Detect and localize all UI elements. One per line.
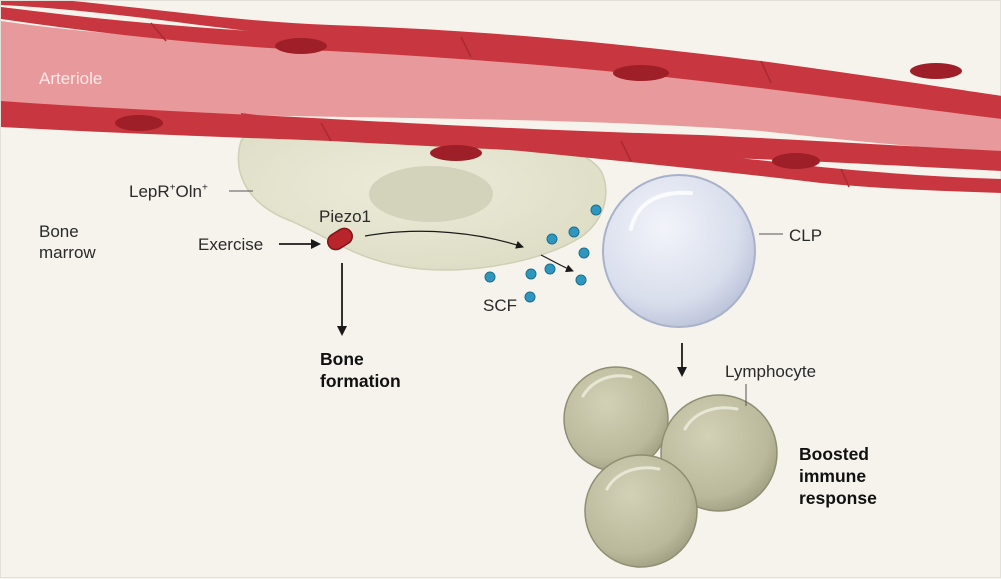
scf-dot (524, 291, 536, 303)
scf-dot (546, 233, 558, 245)
arteriole-label: Arteriole (39, 69, 103, 88)
lymphocyte-cluster (563, 366, 778, 568)
piezo-to-scf-arrow (364, 230, 524, 249)
stromal-nucleus (369, 166, 493, 222)
scf-dot (590, 204, 602, 216)
scf-label: SCF (483, 296, 517, 315)
arteriole-vessel (1, 1, 1001, 193)
boosted-line1: Boosted (799, 444, 869, 464)
vessel-nucleus (613, 65, 669, 81)
boosted-immune-response-label: Boosted immune response (799, 444, 877, 510)
stromal-cell (237, 128, 607, 271)
lepr-sup: + (169, 182, 176, 194)
vessel-nucleus (115, 115, 163, 131)
lymphocyte-cell (584, 454, 698, 568)
piezo1-label: Piezo1 (319, 207, 371, 226)
bone-marrow-line2: marrow (39, 243, 96, 263)
scf-to-clp-arrow (540, 254, 574, 273)
bone-formation-line1: Bone (320, 349, 364, 369)
vessel-nucleus (910, 63, 962, 79)
clp-label: CLP (789, 226, 823, 245)
vessel-nucleus (275, 38, 327, 54)
vessel-nucleus (772, 153, 820, 169)
scf-dot (568, 226, 580, 238)
scf-dot (544, 263, 556, 275)
bone-formation-label: Bone formation (320, 349, 401, 393)
scf-molecules (484, 204, 602, 303)
piezo1-channel (327, 227, 353, 251)
boosted-line3: response (799, 487, 877, 508)
vessel-nucleus (430, 145, 482, 161)
scf-dot (578, 247, 590, 259)
scf-dot (484, 271, 496, 283)
scf-dot (575, 274, 587, 286)
oln-sup: + (201, 182, 208, 194)
lymphocyte-cell (563, 366, 669, 472)
bone-marrow-label: Bone marrow (39, 221, 96, 264)
exercise-label: Exercise (198, 235, 264, 254)
clp-cell (602, 174, 756, 328)
lepr-text: LepR (129, 182, 170, 201)
boosted-line2: immune (799, 465, 867, 486)
bone-formation-line2: formation (320, 370, 401, 391)
oln-text: Oln (175, 182, 202, 201)
lymphocyte-label: Lymphocyte (725, 362, 817, 381)
lepr-oln-label: LepR+Oln+ (129, 181, 208, 202)
scf-dot (525, 268, 537, 280)
bone-marrow-line1: Bone (39, 222, 79, 241)
